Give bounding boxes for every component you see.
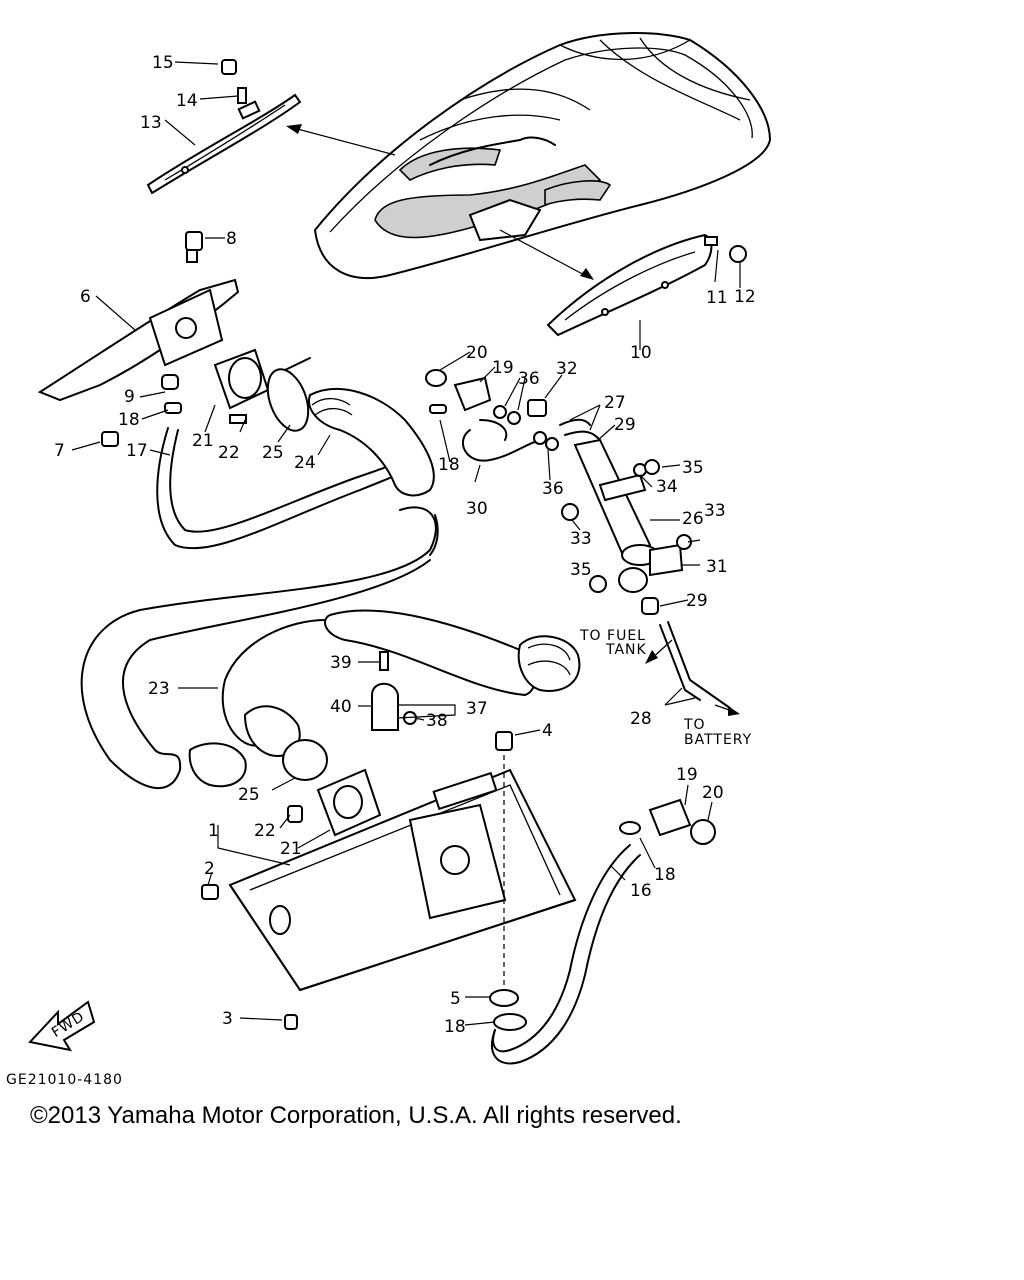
callout-29-a: 29 xyxy=(614,415,636,435)
part-21-25-fittings-lower xyxy=(282,739,382,837)
callout-38: 38 xyxy=(426,711,448,731)
callout-20-a: 20 xyxy=(466,343,488,363)
callout-9: 9 xyxy=(124,387,135,407)
to-battery-line2: BATTERY xyxy=(684,732,752,748)
callout-labels: 15 14 13 8 6 9 18 7 17 21 22 25 24 20 19… xyxy=(54,53,756,1037)
copyright-notice: ©2013 Yamaha Motor Corporation, U.S.A. A… xyxy=(30,1102,682,1129)
callout-31: 31 xyxy=(706,557,728,577)
callout-37: 37 xyxy=(466,699,488,719)
part-26-filter-assembly xyxy=(561,438,731,709)
hose-24 xyxy=(308,388,435,497)
callout-11: 11 xyxy=(706,288,728,308)
callout-15: 15 xyxy=(152,53,174,73)
hose-23 xyxy=(80,506,581,789)
callout-10: 10 xyxy=(630,343,652,363)
callout-29-b: 29 xyxy=(686,591,708,611)
hose-16 xyxy=(490,844,641,1065)
callout-36-b: 36 xyxy=(542,479,564,499)
leader-lines xyxy=(71,61,741,1026)
callout-17: 17 xyxy=(126,441,148,461)
routing-annotations: TO FUEL TANK TO BATTERY xyxy=(579,628,752,748)
callout-36-a: 36 xyxy=(518,369,540,389)
fuel-tank-arrow xyxy=(645,639,673,664)
fwd-arrow: FWD xyxy=(28,1000,96,1052)
callout-16: 16 xyxy=(630,881,652,901)
callout-22-a: 22 xyxy=(218,443,240,463)
callout-21-a: 21 xyxy=(192,431,214,451)
callout-35-a: 35 xyxy=(682,458,704,478)
callout-23: 23 xyxy=(148,679,170,699)
callout-26: 26 xyxy=(682,509,704,529)
part-13-cover xyxy=(146,59,302,195)
callout-2: 2 xyxy=(204,859,215,879)
callout-24: 24 xyxy=(294,453,316,473)
to-fuel-tank-line2: TANK xyxy=(605,642,647,658)
callout-1: 1 xyxy=(208,821,219,841)
callout-27: 27 xyxy=(604,393,626,413)
callout-3: 3 xyxy=(222,1009,233,1029)
callout-13: 13 xyxy=(140,113,162,133)
callout-40: 40 xyxy=(330,697,352,717)
arrow-to-part-10 xyxy=(499,229,594,280)
callout-33-b: 33 xyxy=(570,529,592,549)
arrow-to-part-13 xyxy=(286,124,396,156)
hose-17 xyxy=(156,427,421,550)
callout-22-b: 22 xyxy=(254,821,276,841)
callout-18-d: 18 xyxy=(654,865,676,885)
callout-35-b: 35 xyxy=(570,560,592,580)
callout-6: 6 xyxy=(80,287,91,307)
callout-18-b: 18 xyxy=(438,455,460,475)
callout-34: 34 xyxy=(656,477,678,497)
part-10-cover xyxy=(546,233,747,337)
part-37-39-40-clamp xyxy=(371,651,417,731)
callout-4: 4 xyxy=(542,721,553,741)
callout-20-b: 20 xyxy=(702,783,724,803)
drawing-code: GE21010-4180 xyxy=(6,1072,123,1088)
callout-30: 30 xyxy=(466,499,488,519)
part-19-20-fittings-lower xyxy=(619,798,716,845)
callout-25-b: 25 xyxy=(238,785,260,805)
callout-18-c: 18 xyxy=(444,1017,466,1037)
callout-12: 12 xyxy=(734,287,756,307)
callout-7: 7 xyxy=(54,441,65,461)
callout-18-a: 18 xyxy=(118,410,140,430)
callout-33-a: 33 xyxy=(704,501,726,521)
to-battery-line1: TO xyxy=(683,717,706,733)
callout-21-b: 21 xyxy=(280,839,302,859)
callout-19-a: 19 xyxy=(492,358,514,378)
callout-32: 32 xyxy=(556,359,578,379)
callout-14: 14 xyxy=(176,91,198,111)
callout-8: 8 xyxy=(226,229,237,249)
to-fuel-tank-line1: TO FUEL xyxy=(579,628,646,644)
callout-28: 28 xyxy=(630,709,652,729)
part-1-lower-tray xyxy=(201,731,577,1031)
part-19-20-30-fittings xyxy=(425,369,599,462)
part-21-25-fittings-upper xyxy=(161,348,311,432)
exploded-parts-diagram: FWD 15 14 13 8 6 9 18 7 17 21 22 25 24 2… xyxy=(6,32,771,1088)
hull-drawing xyxy=(314,32,771,279)
callout-25-a: 25 xyxy=(262,443,284,463)
callout-5: 5 xyxy=(450,989,461,1009)
part-6-hood xyxy=(37,231,240,447)
battery-arrow xyxy=(714,704,740,716)
callout-19-b: 19 xyxy=(676,765,698,785)
callout-39: 39 xyxy=(330,653,352,673)
